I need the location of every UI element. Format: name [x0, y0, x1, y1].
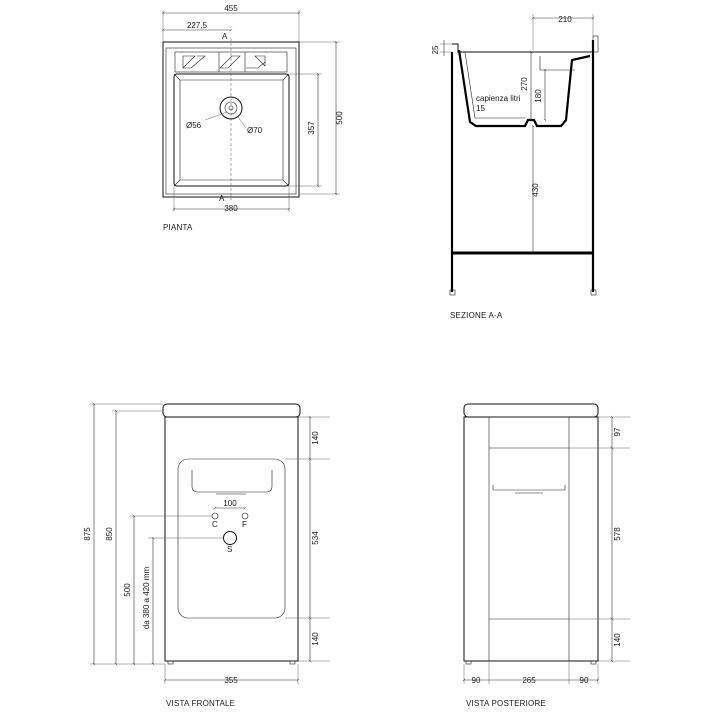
rear-dim-140: 140 — [613, 633, 622, 647]
front-body — [164, 416, 299, 662]
section-basin — [457, 49, 591, 128]
front-cold-tap — [211, 512, 219, 520]
rear-view: 97 578 140 90 265 90 VISTA POSTERIORE — [462, 403, 630, 708]
front-view: 100 C F S 875 850 500 da 380 a 420 mm 14… — [83, 402, 330, 708]
plan-dim-500: 500 — [335, 111, 344, 125]
rear-dim-97: 97 — [613, 427, 622, 436]
section-capacity-value: 15 — [476, 104, 485, 113]
front-hot-tap — [241, 512, 249, 520]
section-caption: SEZIONE A-A — [450, 311, 503, 320]
front-dim-875: 875 — [83, 527, 92, 541]
front-dim-355: 355 — [224, 676, 238, 685]
plan-caption: PIANTA — [163, 223, 193, 232]
plan-dim-357: 357 — [307, 121, 316, 135]
rear-top-slab — [463, 403, 599, 418]
front-door-panel — [177, 458, 286, 619]
plan-drain-outer-label: Ø70 — [247, 126, 263, 135]
front-drain — [223, 531, 237, 545]
plan-drain-inner — [224, 101, 238, 115]
plan-dim-227-5: 227,5 — [187, 21, 208, 30]
rear-dim-90-left: 90 — [472, 676, 481, 685]
plan-outline — [162, 41, 300, 198]
rear-dim-578: 578 — [613, 527, 622, 541]
front-label-cold: C — [212, 520, 218, 529]
plan-section-mark-top: A — [222, 32, 228, 41]
section-top-rim — [452, 43, 593, 53]
section-dim-270: 270 — [520, 77, 529, 91]
plan-shelf-hatch-center — [219, 55, 241, 69]
plan-drain-outer — [219, 96, 243, 120]
front-top-slab — [162, 403, 301, 418]
plan-shelf-hatch-right — [246, 55, 266, 69]
rear-dim-90-right: 90 — [580, 676, 589, 685]
rear-body — [463, 416, 599, 662]
plan-view: 455 227,5 A 380 A 500 357 Ø56 Ø70 PIANTA — [161, 4, 344, 232]
rear-center-panel — [488, 416, 570, 662]
rear-caption: VISTA POSTERIORE — [466, 699, 546, 708]
front-caption: VISTA FRONTALE — [166, 699, 235, 708]
plan-section-mark-bottom: A — [219, 194, 225, 203]
front-dim-supply-range: da 380 a 420 mm — [142, 567, 151, 630]
section-dim-210: 210 — [558, 15, 572, 24]
section-dim-180: 180 — [534, 89, 543, 103]
front-dim-140-top: 140 — [311, 431, 320, 445]
plan-dim-380: 380 — [224, 204, 238, 213]
plan-basin-outline — [173, 73, 290, 187]
section-dim-25: 25 — [431, 45, 440, 54]
section-capacity-label: capienza litri — [476, 94, 521, 103]
front-dim-140-bottom: 140 — [311, 632, 320, 646]
plan-shelf-hatch-left — [182, 55, 206, 69]
front-dim-100: 100 — [223, 499, 237, 508]
plan-back-shelf — [174, 51, 288, 73]
front-dim-850: 850 — [105, 527, 114, 541]
front-dim-534: 534 — [311, 531, 320, 545]
section-view: 210 25 270 180 430 capienza litri 15 SEZ… — [431, 14, 599, 320]
front-label-drain: S — [227, 545, 232, 554]
front-label-hot: F — [242, 520, 247, 529]
front-dim-500: 500 — [123, 583, 132, 597]
plan-dim-455: 455 — [224, 4, 238, 13]
front-basin-hint — [191, 470, 273, 493]
plan-basin-inner — [179, 79, 284, 181]
rear-dim-265: 265 — [522, 676, 536, 685]
section-dim-430: 430 — [531, 183, 540, 197]
plan-drain-inner-label: Ø56 — [186, 121, 202, 130]
